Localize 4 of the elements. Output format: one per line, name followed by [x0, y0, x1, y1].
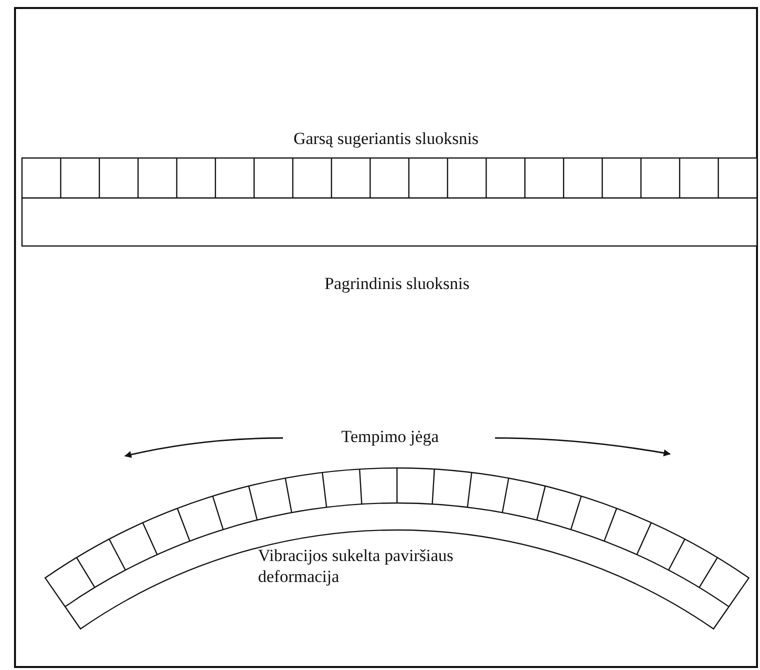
layer-label: Garsą sugeriantis sluoksnis [293, 128, 479, 149]
layer-label: Pagrindinis sluoksnis [324, 273, 470, 294]
caption-text: Vibracijos sukelta paviršiaus deformacija [258, 545, 454, 587]
force-label: Tempimo jėga [341, 426, 439, 447]
